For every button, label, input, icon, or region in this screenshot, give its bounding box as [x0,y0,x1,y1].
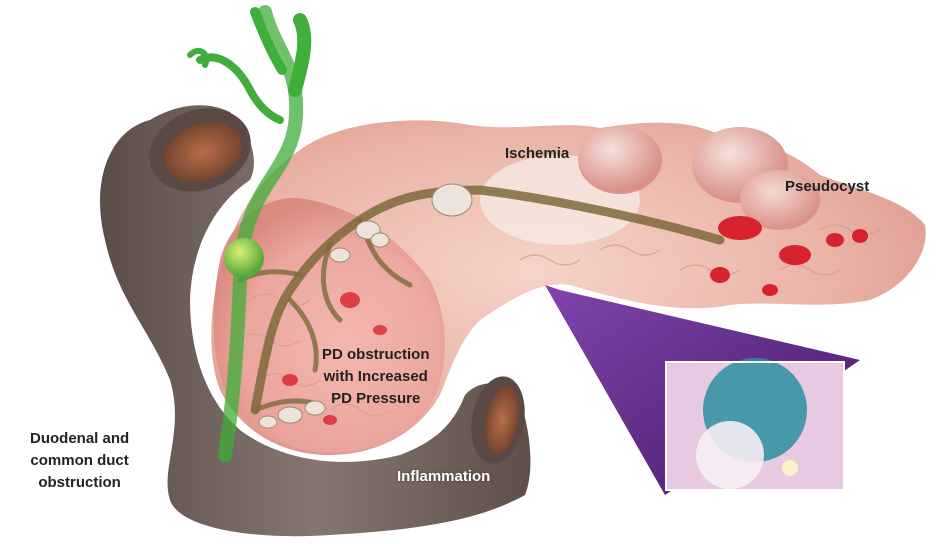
bile-duct [187,5,312,462]
label-inflammation: Inflammation [397,468,491,485]
label-line: Duodenal and [30,430,130,447]
pseudocyst-bulges [578,126,820,230]
label-pseudocyst: Pseudocyst [785,178,870,195]
gallstone [224,238,264,278]
label-line: obstruction [38,474,121,491]
label-ischemia: Ischemia [505,145,570,162]
label-line: common duct [30,452,129,469]
duct-stones [258,183,473,429]
micrograph-inset [665,358,845,491]
label-line: PD Pressure [331,390,421,407]
label-line: with Increased [323,368,428,385]
label-pd-obstruction: PD obstruction with Increased PD Pressur… [322,344,430,410]
label-duodenal-obstruction: Duodenal and common duct obstruction [30,428,129,494]
label-line: PD obstruction [322,346,430,363]
hemorrhage-spots [282,216,868,425]
duodenum [100,105,531,537]
pancreatic-duct [237,183,725,429]
